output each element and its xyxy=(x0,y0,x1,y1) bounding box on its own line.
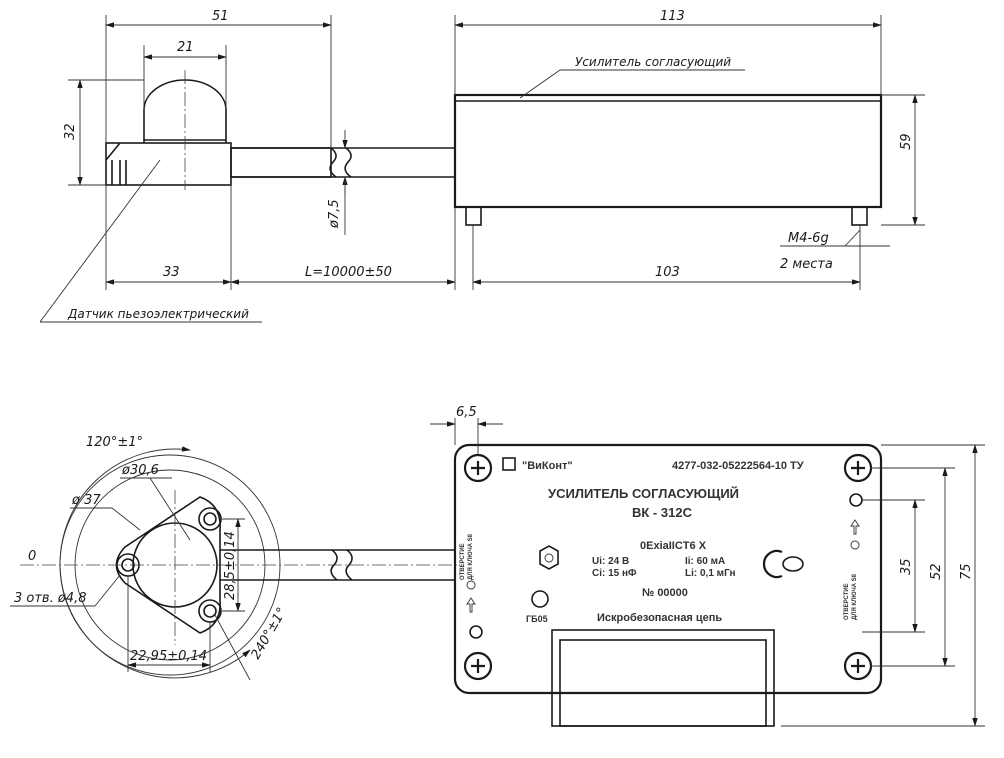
sensor-dome xyxy=(143,79,227,143)
dim-angle-top: 120°±1° xyxy=(86,435,143,450)
key-hole-left xyxy=(469,625,483,639)
nameplate-title: УСИЛИТЕЛЬ СОГЛАСУЮЩИЙ xyxy=(548,486,739,501)
ce-mark-icon xyxy=(762,549,804,579)
top-view: 120°±1° ø30,6 ø 37 0 3 отв. ø4,8 28,5±0,… xyxy=(10,405,985,727)
cert-mark-icon xyxy=(531,590,549,608)
dim-zero: 0 xyxy=(28,549,36,564)
nameplate-gbo: ГБ05 xyxy=(526,614,548,624)
dim-outer-height: 75 xyxy=(959,563,974,580)
dim-cable-length: L=10000±50 xyxy=(305,265,392,280)
nameplate-ci: Ci: 15 нФ xyxy=(592,568,637,579)
key-hole-right xyxy=(849,493,863,507)
dim-cable-diameter: ø7,5 xyxy=(327,199,342,229)
dim-base-length: 33 xyxy=(163,265,180,280)
mount-foot-left xyxy=(465,206,482,226)
side-text-left-2: ДЛЯ КЛЮЧА S8 xyxy=(468,533,474,580)
brand-logo-icon xyxy=(502,457,516,471)
side-view: 51 21 32 33 L=10000±50 ø7,5 113 59 xyxy=(39,9,925,323)
dim-dome-width: 21 xyxy=(177,40,194,55)
dim-holes: 3 отв. ø4,8 xyxy=(14,591,86,606)
side-text-right-1: ОТВЕРСТИЕ xyxy=(844,583,850,620)
arrow-right-icon xyxy=(850,519,860,535)
ex-hexagon-icon xyxy=(539,545,559,570)
nameplate-serial: № 00000 xyxy=(642,587,688,599)
amplifier-plate xyxy=(453,443,883,695)
nameplate-brand: "ВиКонт" xyxy=(522,460,573,472)
dim-inner-height: 52 xyxy=(929,563,944,580)
nameplate: "ВиКонт" 4277-032-05222564-10 ТУ УСИЛИТЕ… xyxy=(460,457,860,624)
dim-width-inner: 22,95±0,14 xyxy=(130,649,207,664)
connector-block xyxy=(551,629,775,727)
nameplate-ii: Ii: 60 мА xyxy=(685,556,725,567)
dim-diam-outer: ø30,6 xyxy=(121,463,159,478)
mount-foot-right xyxy=(851,206,868,226)
side-text-right-2: ДЛЯ КЛЮЧА S8 xyxy=(852,573,858,620)
dim-amp-height: 59 xyxy=(899,133,914,150)
dim-angle-bottom: 240°±1° xyxy=(248,605,289,662)
dim-edge-offset: 6,5 xyxy=(456,405,477,420)
dim-sensor-width: 51 xyxy=(212,9,229,24)
label-sensor: Датчик пьезоэлектрический xyxy=(67,307,249,321)
nameplate-li: Li: 0,1 мГн xyxy=(685,568,736,579)
amplifier-box xyxy=(453,93,883,209)
dim-mount-spacing: 103 xyxy=(655,265,680,280)
dim-slot-spacing: 35 xyxy=(899,558,914,575)
sensor-clamp xyxy=(105,142,127,185)
dim-amp-length: 113 xyxy=(660,9,685,24)
nameplate-model: ВК - 312С xyxy=(632,505,693,520)
nameplate-ex-marking: 0ExiaIICT6 X xyxy=(640,540,707,552)
nameplate-ui: Ui: 24 В xyxy=(592,556,629,567)
nameplate-circuit: Искробезопасная цепь xyxy=(597,612,722,624)
label-amplifier: Усилитель согласующий xyxy=(575,55,731,69)
arrow-left-icon xyxy=(466,597,476,613)
nameplate-spec: 4277-032-05222564-10 ТУ xyxy=(672,460,804,472)
cable-break xyxy=(329,147,352,178)
thread-count: 2 места xyxy=(780,257,833,272)
thread-callout: M4-6g xyxy=(788,231,829,246)
dim-height-inner: 28,5±0,14 xyxy=(223,531,238,600)
side-text-left-1: ОТВЕРСТИЕ xyxy=(460,543,466,580)
sensor-base xyxy=(105,142,232,186)
dim-diam-inner: ø 37 xyxy=(71,493,101,508)
dim-sensor-height: 32 xyxy=(63,123,78,140)
